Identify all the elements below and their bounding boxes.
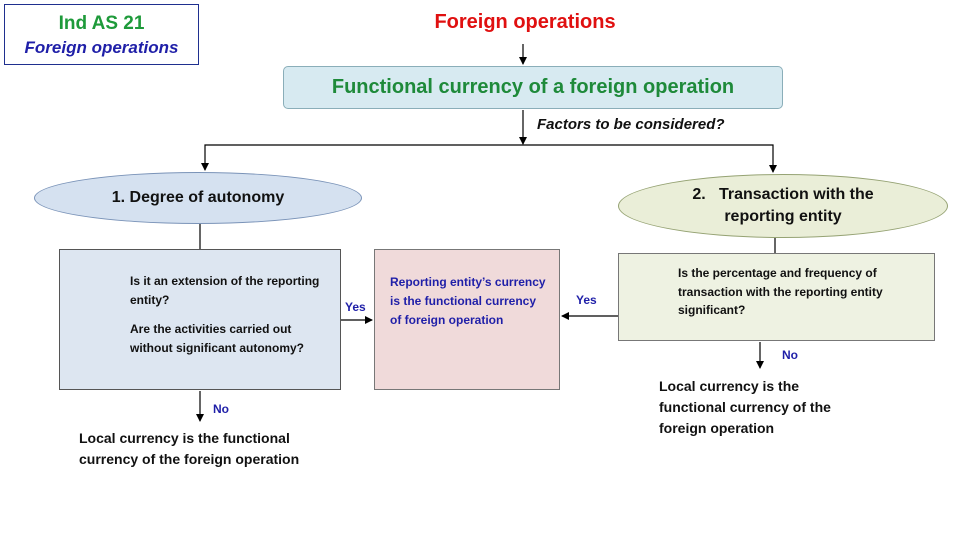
reporting-currency-text: Reporting entity’s currency is the funct…: [390, 275, 546, 327]
factor-transaction-ellipse: 2. Transaction with the reporting entity: [618, 174, 948, 238]
functional-currency-box: Functional currency of a foreign operati…: [283, 66, 783, 109]
factor-transaction-label-line2: reporting entity: [724, 208, 842, 225]
autonomy-question-activities: Are the activities carried out without s…: [130, 322, 304, 355]
transaction-question-text: Is the percentage and frequency of trans…: [678, 266, 883, 317]
local-currency-outcome-right: Local currency is the functional currenc…: [659, 378, 831, 436]
diagram-title: Foreign operations: [434, 11, 616, 33]
factors-question: Factors to be considered?: [537, 116, 725, 133]
no-label-right: No: [782, 348, 798, 362]
standard-label: Ind AS 21: [58, 13, 145, 34]
autonomy-question-extension: Is it an extension of the reporting enti…: [130, 274, 320, 307]
branch-line-right: [523, 144, 777, 173]
autonomy-questions-box: [59, 249, 341, 390]
standard-title-box: Ind AS 21 Foreign operations: [4, 4, 199, 65]
standard-subtitle: Foreign operations: [24, 38, 179, 57]
yes-label-right: Yes: [576, 293, 597, 307]
factor-transaction-label-line1: 2. Transaction with the: [692, 185, 874, 203]
local-currency-outcome-left: Local currency is the functional currenc…: [79, 430, 300, 467]
factor-autonomy-label: 1. Degree of autonomy: [111, 189, 285, 206]
no-label-left: No: [213, 402, 229, 416]
reporting-currency-box: [374, 249, 560, 390]
factor-autonomy-ellipse: 1. Degree of autonomy: [34, 172, 362, 224]
branch-line-left: [201, 144, 523, 171]
transaction-question-box: [618, 253, 935, 341]
yes-label-left: Yes: [345, 300, 366, 314]
